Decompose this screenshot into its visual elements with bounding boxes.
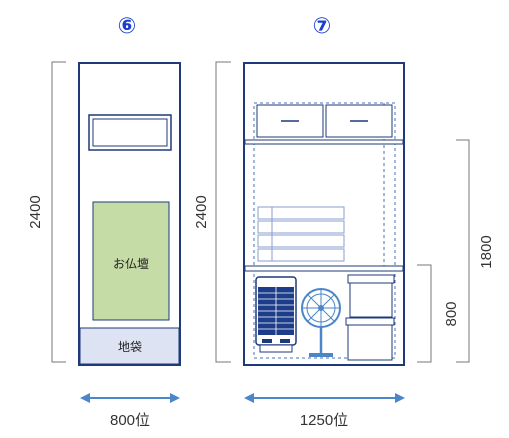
- base-label: 地袋: [118, 340, 142, 354]
- upper-span-bracket: [456, 139, 470, 363]
- unit-7-width-label: 1250位: [300, 412, 348, 429]
- unit-6-height-label: 2400: [27, 195, 44, 228]
- altar-label: お仏壇: [113, 256, 149, 271]
- upper-shelf: [244, 139, 404, 145]
- lower-span-bracket: [417, 264, 432, 363]
- unit-7: ⑦ 2400: [193, 14, 495, 429]
- storage-bin-icon: [345, 274, 395, 361]
- jibukuro-base: [79, 327, 180, 365]
- unit-6-number: ⑥: [118, 14, 137, 39]
- unit-6-height-bracket: [51, 61, 66, 363]
- unit-7-number: ⑦: [313, 14, 332, 39]
- upper-span-label: 1800: [478, 235, 495, 268]
- unit-7-height-label: 2400: [193, 195, 210, 228]
- heater-icon: [255, 276, 297, 353]
- stacked-storage-boxes: [257, 206, 345, 262]
- unit-6-upper-window-inner: [92, 118, 168, 147]
- middle-shelf: [244, 265, 404, 272]
- unit-7-height-bracket: [215, 61, 231, 363]
- unit-6-width-label: 800位: [110, 412, 150, 429]
- butsudan-altar: [92, 201, 170, 321]
- lower-span-label: 800: [443, 301, 460, 326]
- unit-6: ⑥ 2400 お仏壇 地袋 800位: [27, 14, 181, 429]
- electric-fan-icon: [301, 288, 341, 357]
